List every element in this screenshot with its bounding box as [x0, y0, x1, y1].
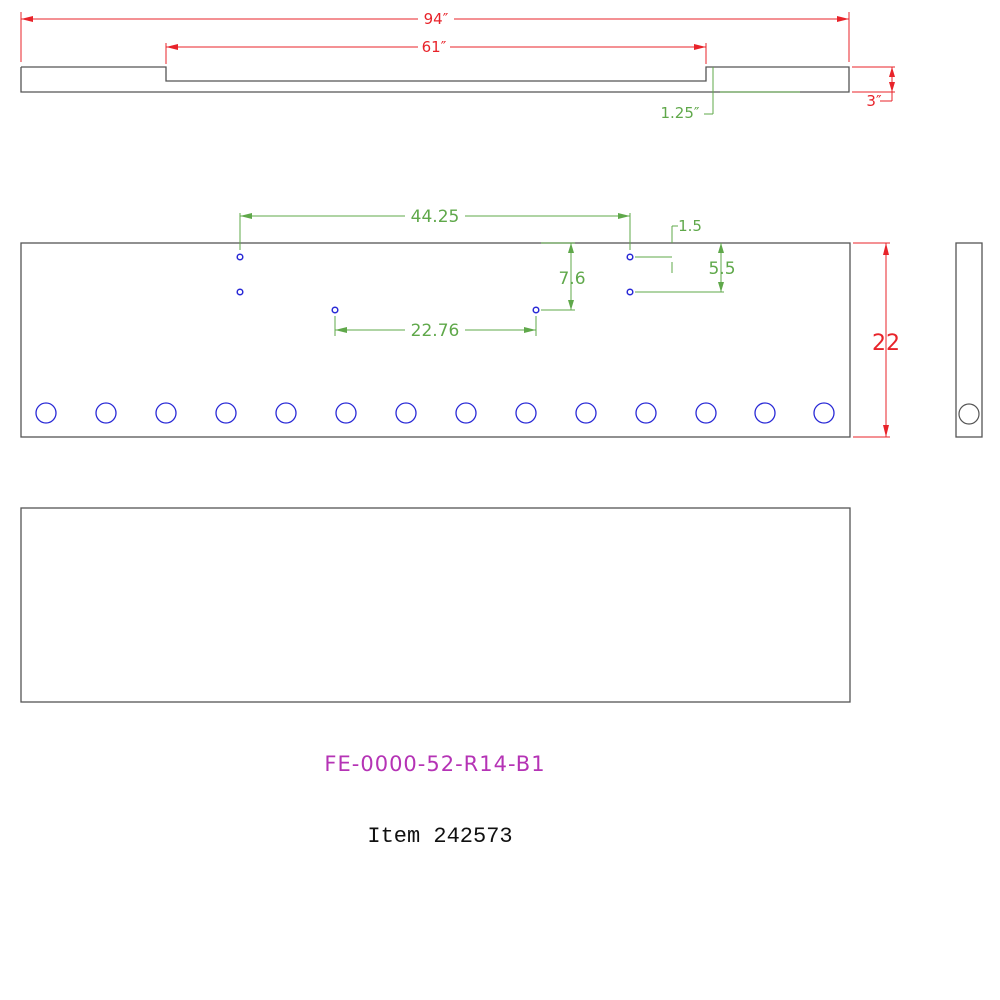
dim-overall-length-label: 94″ — [424, 10, 449, 28]
dim-slot-length: 61″ — [165, 38, 707, 64]
mounting-hole — [236, 288, 244, 296]
mounting-hole — [532, 306, 540, 314]
dim-height — [853, 242, 890, 438]
dim-slot-depth-label: 1.25″ — [660, 104, 699, 122]
mounting-hole — [626, 288, 634, 296]
dim-overall-length: 94″ — [20, 10, 850, 62]
side-view-outline — [955, 242, 983, 438]
dim-vertical-offset — [541, 242, 575, 311]
bottom-hole — [813, 402, 835, 424]
top-view — [20, 66, 850, 93]
mounting-hole — [331, 306, 339, 314]
bottom-hole — [635, 402, 657, 424]
dim-slot-length-label: 61″ — [422, 38, 447, 56]
dim-hole-span-small-label: 22.76 — [411, 321, 460, 341]
dim-top-offset-label: 1.5 — [678, 217, 702, 235]
bottom-hole — [275, 402, 297, 424]
bottom-hole — [395, 402, 417, 424]
dim-hole-span-large — [239, 213, 631, 250]
bottom-view-outline — [20, 507, 851, 703]
dim-hole-span-small — [334, 316, 537, 336]
bottom-hole — [215, 402, 237, 424]
bottom-hole — [575, 402, 597, 424]
item-label: Item 242573 — [367, 824, 513, 849]
dim-thickness-label: 3″ — [866, 92, 882, 110]
dim-thickness: 3″ — [852, 66, 895, 110]
bottom-hole — [35, 402, 57, 424]
bottom-holes — [35, 402, 835, 424]
bottom-hole — [455, 402, 477, 424]
bottom-hole — [335, 402, 357, 424]
bottom-hole — [515, 402, 537, 424]
mounting-hole — [236, 253, 244, 261]
front-view-outline — [20, 242, 851, 438]
bottom-hole — [95, 402, 117, 424]
top-view-outline — [20, 66, 850, 93]
part-number: FE-0000-52-R14-B1 — [324, 752, 546, 776]
bottom-hole — [155, 402, 177, 424]
dim-hole-spacing — [635, 243, 724, 293]
dim-hole-spacing-label: 5.5 — [708, 259, 735, 279]
bottom-hole — [695, 402, 717, 424]
dim-vertical-offset-label: 7.6 — [558, 269, 585, 289]
dim-top-offset — [635, 225, 678, 273]
bottom-hole — [754, 402, 776, 424]
dim-hole-span-large-label: 44.25 — [411, 207, 460, 227]
side-view-hole — [958, 403, 980, 425]
dim-height-label: 22 — [872, 331, 900, 356]
dim-slot-depth: 1.25″ — [660, 81, 800, 122]
mounting-hole — [626, 253, 634, 261]
mounting-holes — [236, 253, 634, 314]
